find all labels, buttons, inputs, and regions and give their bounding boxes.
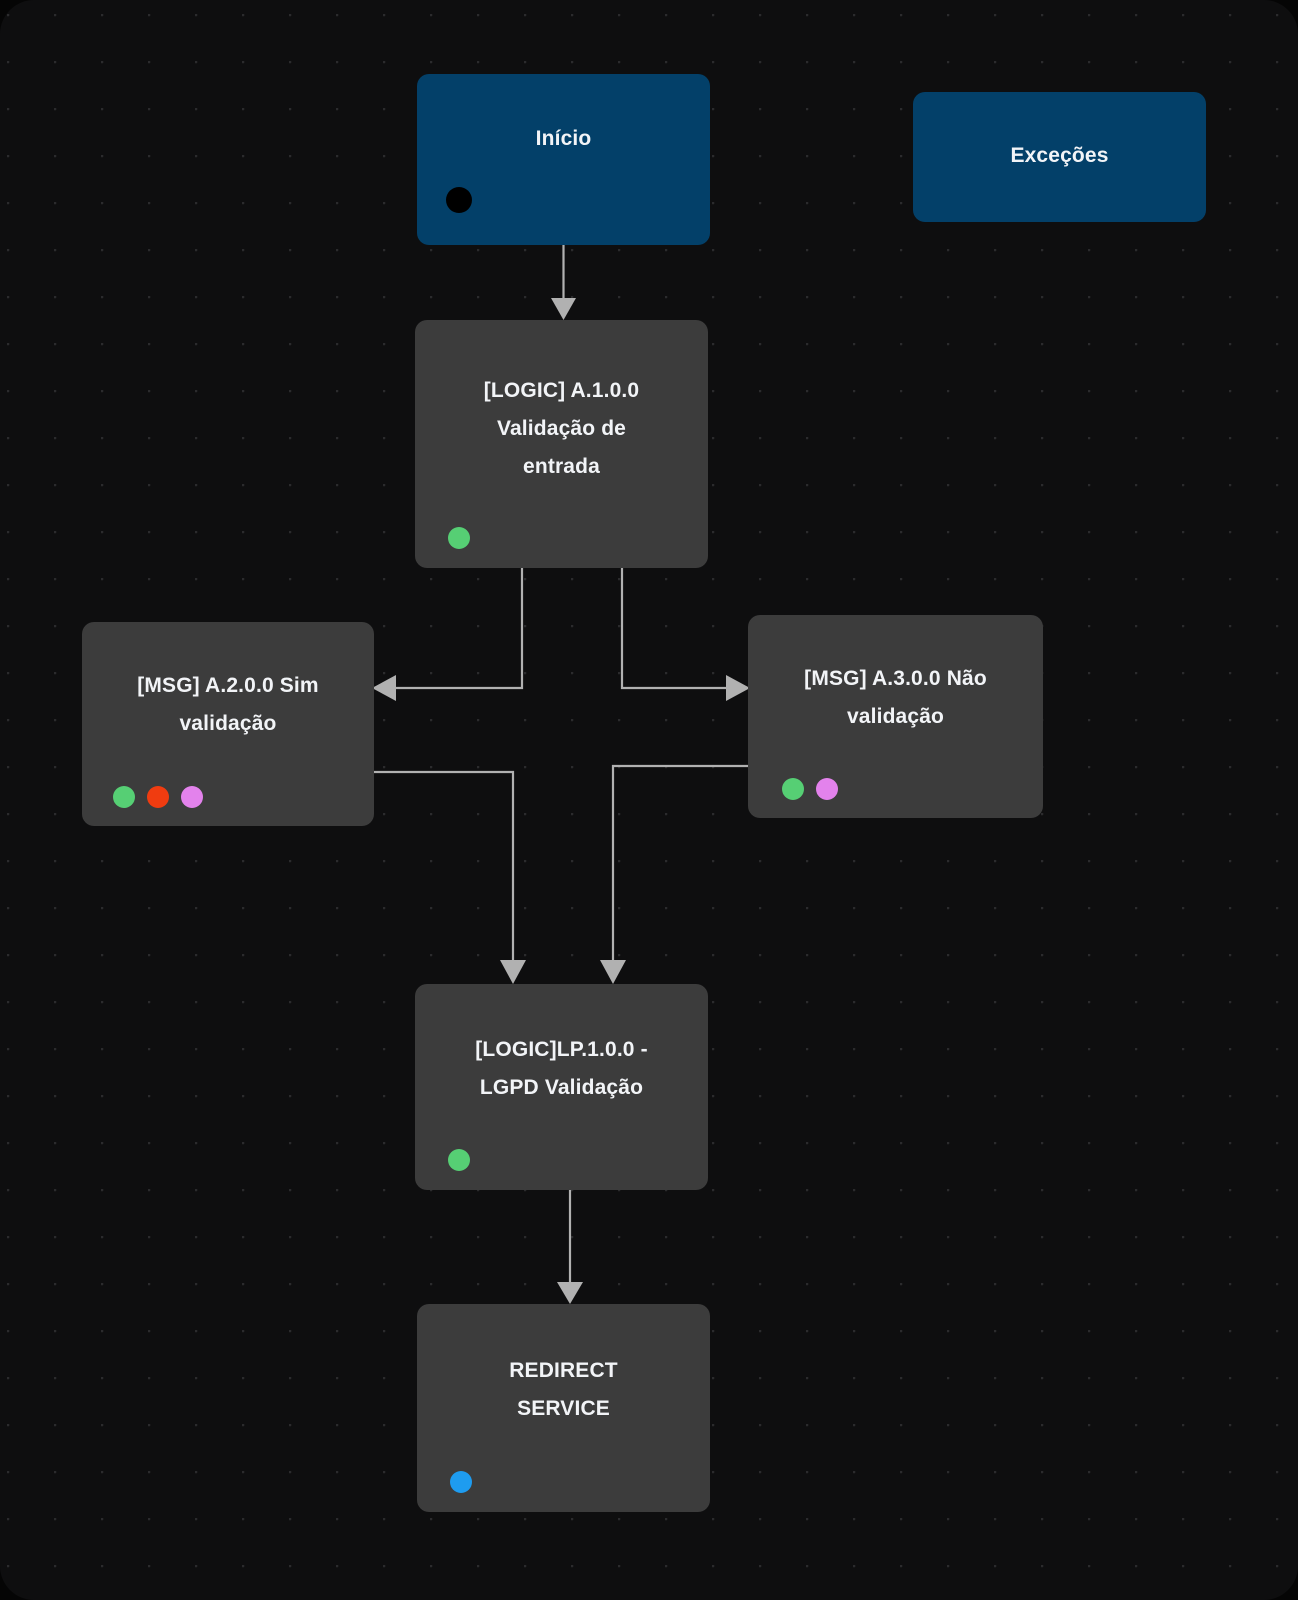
port-green[interactable] [113, 786, 135, 808]
edge-logic-lp100-to-redirect-service [557, 1190, 583, 1304]
node-logic-a100-label: [LOGIC] A.1.0.0 Validação de entrada [483, 379, 640, 478]
node-msg-a200-label: [MSG] A.2.0.0 Sim validação [137, 674, 319, 735]
node-inicio[interactable]: Início [417, 74, 710, 245]
node-msg-a300-label: [MSG] A.3.0.0 Não validação [804, 667, 987, 728]
node-logic-lp100-label: [LOGIC]LP.1.0.0 - LGPD Validação [475, 1038, 648, 1099]
node-logic-a100-ports [448, 527, 470, 549]
node-excecoes-label: Exceções [1010, 144, 1109, 167]
edge-msg-a200-to-logic-lp100 [374, 770, 526, 984]
node-logic-lp100[interactable]: [LOGIC]LP.1.0.0 - LGPD Validação [415, 984, 708, 1190]
port-red[interactable] [147, 786, 169, 808]
node-redirect-service[interactable]: REDIRECT SERVICE [417, 1304, 710, 1512]
edge-inicio-to-logic-a100 [551, 245, 576, 320]
node-msg-a200[interactable]: [MSG] A.2.0.0 Sim validação [82, 622, 374, 826]
edge-logic-a100-to-msg-a300 [620, 568, 750, 701]
node-logic-a100[interactable]: [LOGIC] A.1.0.0 Validação de entrada [415, 320, 708, 568]
port-blue[interactable] [450, 1471, 472, 1493]
node-excecoes[interactable]: Exceções [913, 92, 1206, 222]
port-green[interactable] [448, 1149, 470, 1171]
port-violet[interactable] [816, 778, 838, 800]
node-logic-lp100-ports [448, 1149, 470, 1171]
port-violet[interactable] [181, 786, 203, 808]
node-redirect-service-label: REDIRECT SERVICE [509, 1359, 618, 1420]
node-redirect-service-ports [450, 1471, 472, 1493]
node-msg-a300[interactable]: [MSG] A.3.0.0 Não validação [748, 615, 1043, 818]
edge-msg-a300-to-logic-lp100 [600, 764, 748, 984]
node-inicio-label: Início [535, 127, 592, 150]
port-black[interactable] [446, 187, 472, 213]
node-msg-a200-ports [113, 786, 203, 808]
node-inicio-ports [446, 187, 472, 213]
port-green[interactable] [782, 778, 804, 800]
node-msg-a300-ports [782, 778, 838, 800]
port-green[interactable] [448, 527, 470, 549]
edge-logic-a100-to-msg-a200 [372, 568, 524, 701]
